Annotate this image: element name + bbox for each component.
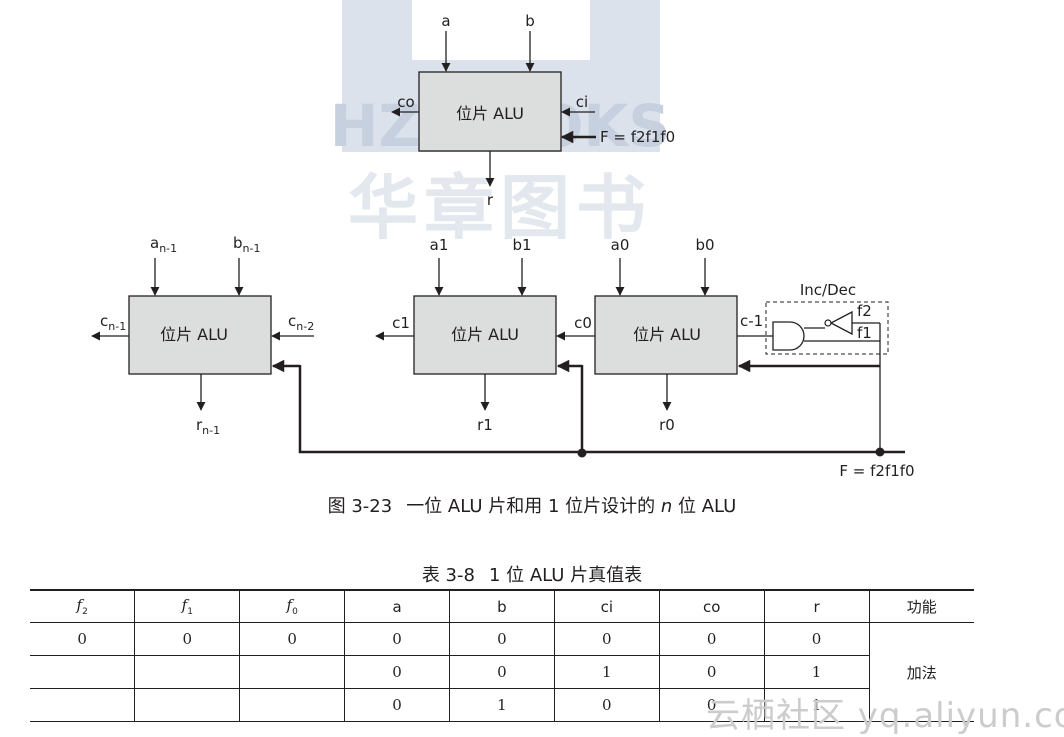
table-row: 0 0 0 0 0 0 0 0 加法	[30, 622, 974, 722]
table-cell: 1	[553, 655, 660, 689]
figure-caption-tail: 位 ALU	[672, 496, 737, 517]
alu-bit0-label: 位片 ALU	[633, 325, 701, 344]
header-r: r	[763, 589, 869, 623]
header-f2: f2	[30, 589, 135, 623]
table-cell: 1	[449, 688, 555, 722]
truth-table-header-row: f2 f1 f0 a b ci co r 功能	[30, 589, 974, 623]
alu-bit0-block	[594, 295, 738, 375]
table-cell	[134, 688, 240, 722]
alu-bit0-r-label: r0	[659, 416, 675, 434]
figure-caption: 图 3-23 一位 ALU 片和用 1 位片设计的 n 位 ALU	[0, 492, 1064, 518]
bus-junction-dot	[875, 447, 885, 457]
top-alu-block	[418, 71, 562, 152]
table-cell: 1	[763, 655, 869, 689]
alu-bit0-b-label: b0	[695, 236, 714, 254]
truth-table: f2 f1 f0 a b ci co r 功能 0 0 0 0 0 0 0 0 …	[30, 589, 974, 722]
top-alu-diagram: 位片 ALU a b co ci F = f2f1f0 r	[391, 12, 675, 209]
alu-bit0-cout-label: c0	[574, 314, 592, 332]
alu-bit0-cin-label: c-1	[740, 312, 763, 330]
table-cell: 0	[239, 622, 345, 656]
watermark-cjk-text: 华章图书	[348, 167, 652, 249]
table-cell: 0	[134, 622, 240, 656]
bus-junction-dot	[577, 448, 587, 458]
alu-bit1-b-label: b1	[512, 236, 531, 254]
inverter-icon	[829, 310, 853, 336]
top-alu-input-a-label: a	[441, 12, 450, 30]
table-cell: 0	[658, 688, 765, 722]
table-cell: 0	[449, 622, 555, 656]
alu-msb-a-label: an-1	[150, 234, 177, 255]
table-cell: 0	[553, 622, 660, 656]
alu-bit1-a-label: a1	[430, 236, 449, 254]
function-cell: 加法	[868, 622, 974, 722]
alu-msb-block	[128, 295, 272, 375]
function-bus-main	[298, 365, 905, 454]
incdec-f1-label: f1	[857, 324, 872, 342]
top-alu-carry-out-label: co	[397, 93, 414, 111]
watermark-hzbooks: HZ BOOKS 华章图书	[330, 0, 670, 249]
top-alu-function-label: F = f2f1f0	[600, 128, 675, 146]
alu-msb-b-label: bn-1	[233, 234, 260, 255]
alu-bit1-r-label: r1	[477, 416, 493, 434]
table-cell: 0	[344, 622, 450, 656]
table-cell	[30, 688, 135, 722]
top-alu-label: 位片 ALU	[456, 104, 524, 123]
header-a: a	[344, 589, 450, 623]
table-cell	[239, 655, 345, 689]
table-cell: 0	[553, 688, 660, 722]
inverter-bubble	[824, 319, 832, 327]
header-function: 功能	[868, 589, 974, 623]
header-ci: ci	[553, 589, 660, 623]
figure-caption-text: 一位 ALU 片和用 1 位片设计的	[406, 496, 661, 517]
table-caption: 表 3-8 1 位 ALU 片真值表	[0, 561, 1064, 587]
alu-chain-diagram: 位片 ALU an-1 bn-1 cn-1 cn-2 rn-1 位片 ALU a…	[91, 234, 915, 480]
alu-msb-r-label: rn-1	[196, 416, 220, 437]
alu-bit1-block	[413, 295, 557, 375]
alu-msb-cin-label: cn-2	[288, 312, 314, 333]
table-cell: 0	[344, 688, 450, 722]
header-b: b	[449, 589, 555, 623]
incdec-f2-label: f2	[857, 302, 872, 320]
site-watermark: 云栖社区 yq.aliyun.com	[706, 696, 1064, 736]
table-cell: 0	[658, 622, 765, 656]
table-caption-text: 1 位 ALU 片真值表	[488, 565, 643, 586]
incdec-title: Inc/Dec	[800, 281, 856, 299]
header-f0: f0	[239, 589, 345, 623]
alu-bit0-a-label: a0	[611, 236, 630, 254]
top-alu-input-b-label: b	[525, 12, 535, 30]
and-gate-icon	[772, 321, 805, 351]
table-cell: 0	[449, 655, 555, 689]
alu-bit1-cout-label: c1	[392, 314, 410, 332]
alu-msb-label: 位片 ALU	[160, 325, 228, 344]
table-cell: 0	[30, 622, 135, 656]
top-alu-result-label: r	[487, 191, 494, 209]
table-cell: 0	[658, 655, 765, 689]
header-f1: f1	[134, 589, 240, 623]
table-cell: 0	[344, 655, 450, 689]
table-cell	[30, 655, 135, 689]
table-row: 0 0 1 0 1	[30, 655, 974, 689]
header-co: co	[658, 589, 765, 623]
alu-bit1-label: 位片 ALU	[451, 325, 519, 344]
figure-caption-n: n	[660, 496, 673, 517]
alu-msb-cout-label: cn-1	[100, 312, 126, 333]
top-alu-carry-in-label: ci	[576, 93, 588, 111]
table-cell: 1	[763, 688, 869, 722]
table-row: 0 1 0 0 1	[30, 688, 974, 722]
table-cell	[134, 655, 240, 689]
figure-number: 图 3-23	[327, 496, 393, 517]
incdec-box	[765, 301, 889, 355]
table-cell: 0	[763, 622, 869, 656]
function-bus-label: F = f2f1f0	[839, 462, 914, 480]
table-number: 表 3-8	[421, 565, 475, 586]
table-cell	[239, 688, 345, 722]
